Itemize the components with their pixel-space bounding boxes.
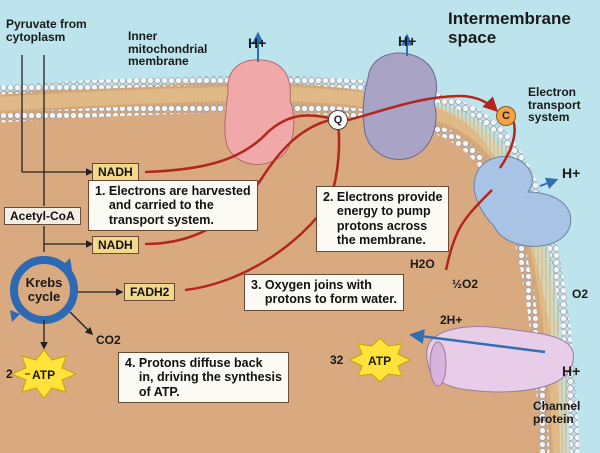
pyruvate-label: Pyruvate from cytoplasm [6,17,87,44]
step-2-box: 2. Electrons provide energy to pump prot… [316,186,450,252]
proton-arrow-3 [539,177,559,189]
co2-label: CO2 [96,333,121,347]
step-4-box: 4. Protons diffuse back in, driving the … [118,352,289,404]
two-protons-label: 2H+ [440,313,463,327]
h-plus-label-4: H+ [562,363,581,379]
nadh-tag-2: NADH [92,236,139,254]
ets-label: Electron transport system [528,85,581,125]
h-plus-label-3: H+ [562,165,581,181]
nadh-tag-1: NADH [92,163,139,181]
atp-label-left: ATP [32,368,56,382]
step-3-box: 3. Oxygen joins with protons to form wat… [244,274,404,311]
intermembrane-space-label: Intermembrane space [448,9,571,47]
krebs-cycle-label: Krebs cycle [25,275,63,304]
atp-burst-left [10,349,78,399]
channel-protein-label: Channel protein [533,399,581,426]
pathway-lines [21,55,124,336]
proton-return-arrow [409,329,546,354]
cytochrome-c-badge: C [496,106,516,126]
inner-membrane-label: Inner mitochondrial membrane [128,29,208,69]
ubiquinone-badge: Q [328,110,348,130]
oxygen-label: O2 [572,287,589,301]
h-plus-label-1: H+ [248,35,267,51]
step-1-box: 1. Electrons are harvested and carried t… [88,180,258,232]
fadh2-tag: FADH2 [124,283,176,301]
acetyl-coa-tag: Acetyl-CoA [4,207,81,225]
atp-label-right: ATP [368,354,392,368]
protein-complex-3 [473,155,572,247]
atp-count-right: 32 [330,353,344,367]
water-label: H2O [410,257,435,271]
atp-synthase [426,326,574,393]
inner-membrane [0,75,580,453]
atp-burst-right [348,337,412,383]
atp-count-left: 2 [6,367,13,381]
half-oxygen-label: ½O2 [452,277,479,291]
h-plus-label-2: H+ [398,33,417,49]
